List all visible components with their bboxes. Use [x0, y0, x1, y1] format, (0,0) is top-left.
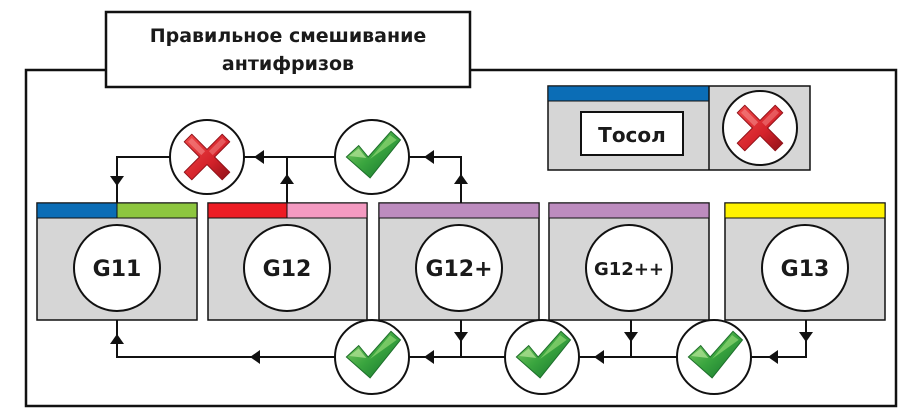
result-icons	[169, 119, 752, 395]
color-bar-segment	[207, 202, 288, 219]
arrow-up-icon	[110, 334, 124, 344]
tosol-legend: Тосол	[547, 85, 811, 171]
color-bar-segment	[724, 202, 886, 219]
card-g13: G13	[724, 202, 886, 321]
tosol-label-box	[580, 111, 684, 156]
arrow-up-icon	[280, 174, 294, 184]
card-label: G12+	[425, 257, 492, 282]
card-label: G13	[781, 257, 830, 282]
arrow-left-icon	[768, 350, 778, 364]
title-box: Правильное смешивание антифризов	[104, 10, 472, 89]
color-bar-segment	[378, 202, 540, 219]
arrow-down-icon	[624, 332, 638, 342]
result-g12plus-g11	[334, 319, 410, 395]
arrow-left-icon	[424, 150, 434, 164]
color-bar-segment	[548, 202, 710, 219]
title-line-2: антифризов	[222, 53, 354, 75]
card-label: G12	[263, 257, 312, 282]
card-g12-plus-plus: G12++	[548, 202, 710, 321]
arrow-down-icon	[110, 176, 124, 186]
color-bar-segment	[286, 202, 368, 219]
card-g12-plus: G12+	[378, 202, 540, 321]
result-g13-g12plusplus	[676, 319, 752, 395]
card-label: G11	[93, 257, 142, 282]
arrow-left-icon	[254, 150, 264, 164]
color-bar-segment	[36, 202, 118, 219]
card-g11: G11	[36, 202, 198, 321]
card-label: G12++	[594, 259, 664, 280]
tosol-color-bar	[547, 85, 710, 102]
color-bar-segment	[116, 202, 198, 219]
arrow-down-icon	[799, 332, 813, 342]
arrow-left-icon	[250, 350, 260, 364]
arrow-left-icon	[424, 350, 434, 364]
arrows	[110, 150, 813, 364]
arrow-down-icon	[454, 332, 468, 342]
card-g12: G12	[207, 202, 368, 321]
antifreeze-cards: G11 G12 G12+ G12++ G13	[36, 202, 886, 321]
tosol-label: Тосол	[598, 123, 666, 147]
result-g12plus-g12	[334, 119, 410, 195]
result-g12plusplus-g12plus	[504, 319, 580, 395]
title-line-1: Правильное смешивание	[150, 25, 427, 47]
arrow-left-icon	[594, 350, 604, 364]
result-g12-g11	[169, 119, 245, 195]
arrow-up-icon	[454, 174, 468, 184]
